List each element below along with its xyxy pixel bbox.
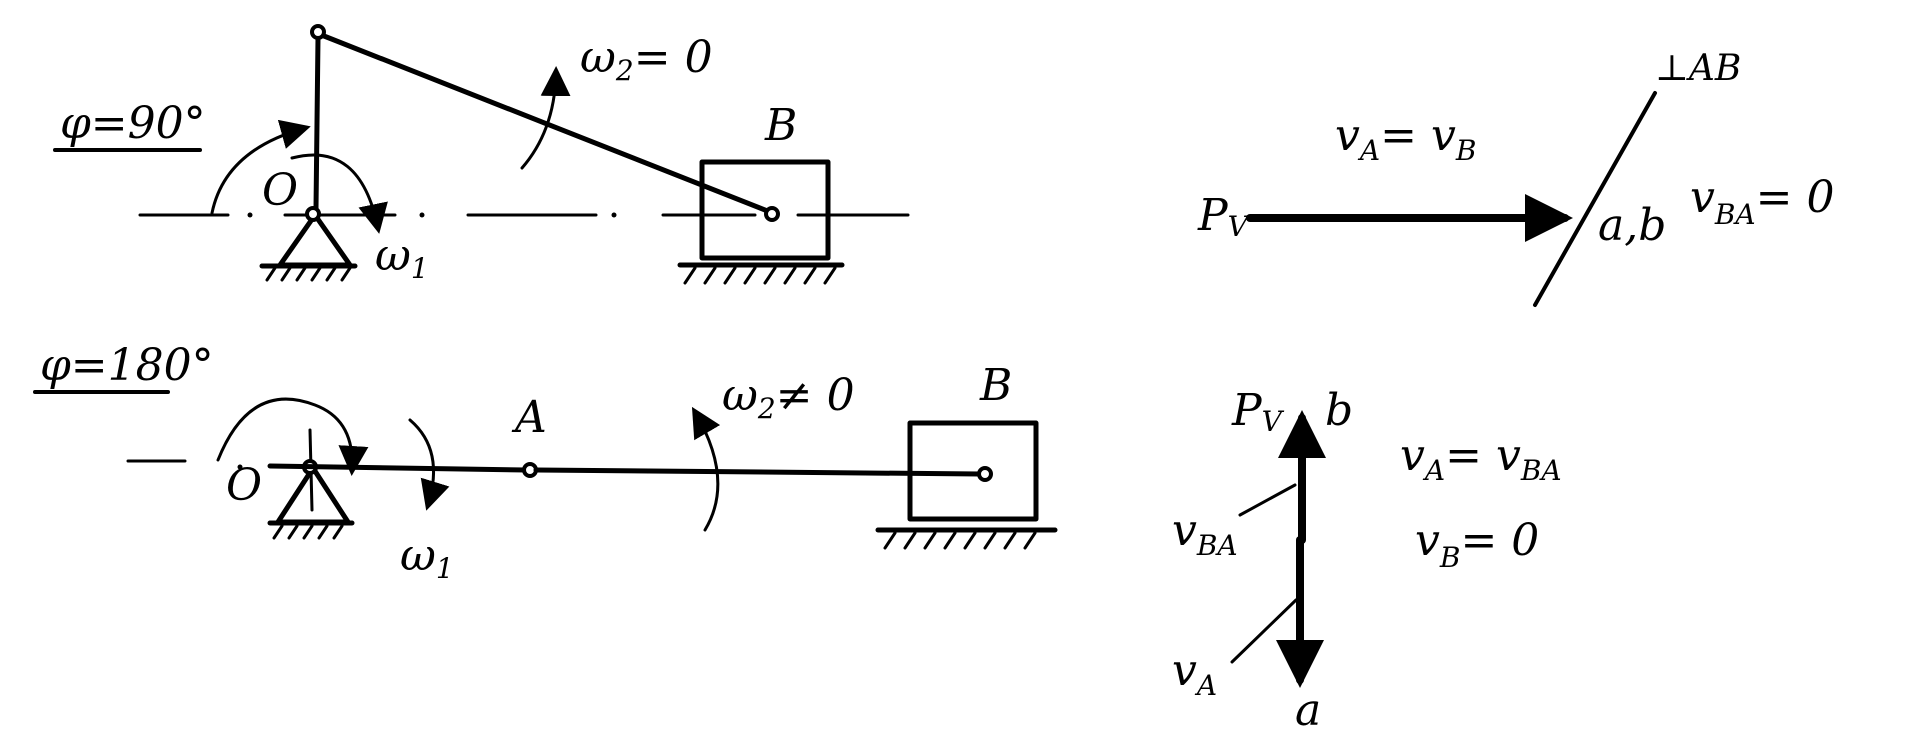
point-label-b: b	[1325, 385, 1353, 436]
position-90: φ=90° O	[53, 24, 910, 285]
slider-block-90	[699, 159, 831, 261]
angle-label-180: φ=180°	[40, 340, 214, 391]
pivot-label-O-180: O	[226, 460, 262, 511]
label-vba: vBA	[1172, 505, 1238, 562]
endpoints-label-ab: a,b	[1598, 200, 1666, 251]
pivot-support-180	[267, 428, 355, 540]
equation-va-eq-vb: vA= vB	[1335, 110, 1476, 167]
perp-AB-label: ⊥AB	[1655, 48, 1741, 89]
pole-label-180: PV	[1231, 385, 1285, 438]
omega1-label-180: ω1	[400, 530, 454, 585]
perp-AB-line	[1533, 91, 1657, 307]
joint-B-180	[977, 466, 993, 482]
label-va: vA	[1172, 645, 1217, 702]
omega2-label-180: ω2≠ 0	[722, 370, 855, 425]
dot-O-180	[237, 464, 243, 470]
connecting-rod-AB-180	[533, 467, 983, 477]
slider-ground-180	[875, 527, 1058, 550]
slider-label-B-180: B	[979, 360, 1012, 411]
joint-A-90	[310, 24, 326, 40]
equation-va-eq-vba: vA= vBA	[1400, 430, 1562, 487]
slider-block-180	[907, 420, 1039, 522]
joint-label-A-180: A	[511, 392, 547, 443]
angle-label-90: φ=90°	[60, 98, 206, 149]
omega1-arrow-90	[290, 153, 388, 234]
leader-vba	[1238, 483, 1297, 517]
pivot-support-90	[259, 206, 358, 282]
pole-label-90: PV	[1197, 190, 1251, 243]
omega2-label-90: ω2= 0	[580, 32, 713, 87]
omega1-arrow-180	[408, 418, 450, 511]
slider-ground-90	[677, 262, 845, 285]
centerline-90	[138, 212, 910, 218]
velocity-polygon-90: PV ⊥AB a,b vA= vB vBA= 0	[1197, 48, 1835, 307]
pivot-label-O: O	[262, 165, 298, 216]
crank-OA-180	[267, 463, 529, 473]
position-180: φ=180° O A B ω1	[33, 340, 1058, 585]
point-label-a: a	[1295, 685, 1321, 732]
omega2-arrow-180	[691, 406, 721, 532]
angle-arc-90	[210, 119, 311, 215]
velocity-polygon-180: PV b a vBA vA vA= vBA vB= 0	[1172, 385, 1562, 732]
crank-OA-90	[313, 35, 321, 211]
equation-vb-eq-0: vB= 0	[1415, 515, 1539, 574]
leader-va	[1230, 598, 1298, 664]
angle-arc-180	[216, 397, 369, 476]
slider-label-B-90: B	[764, 100, 797, 151]
omega2-arrow-90	[520, 66, 571, 170]
joint-B-90	[764, 206, 780, 222]
omega1-label-90: ω1	[375, 230, 429, 285]
equation-vba-eq-0: vBA= 0	[1690, 172, 1835, 231]
